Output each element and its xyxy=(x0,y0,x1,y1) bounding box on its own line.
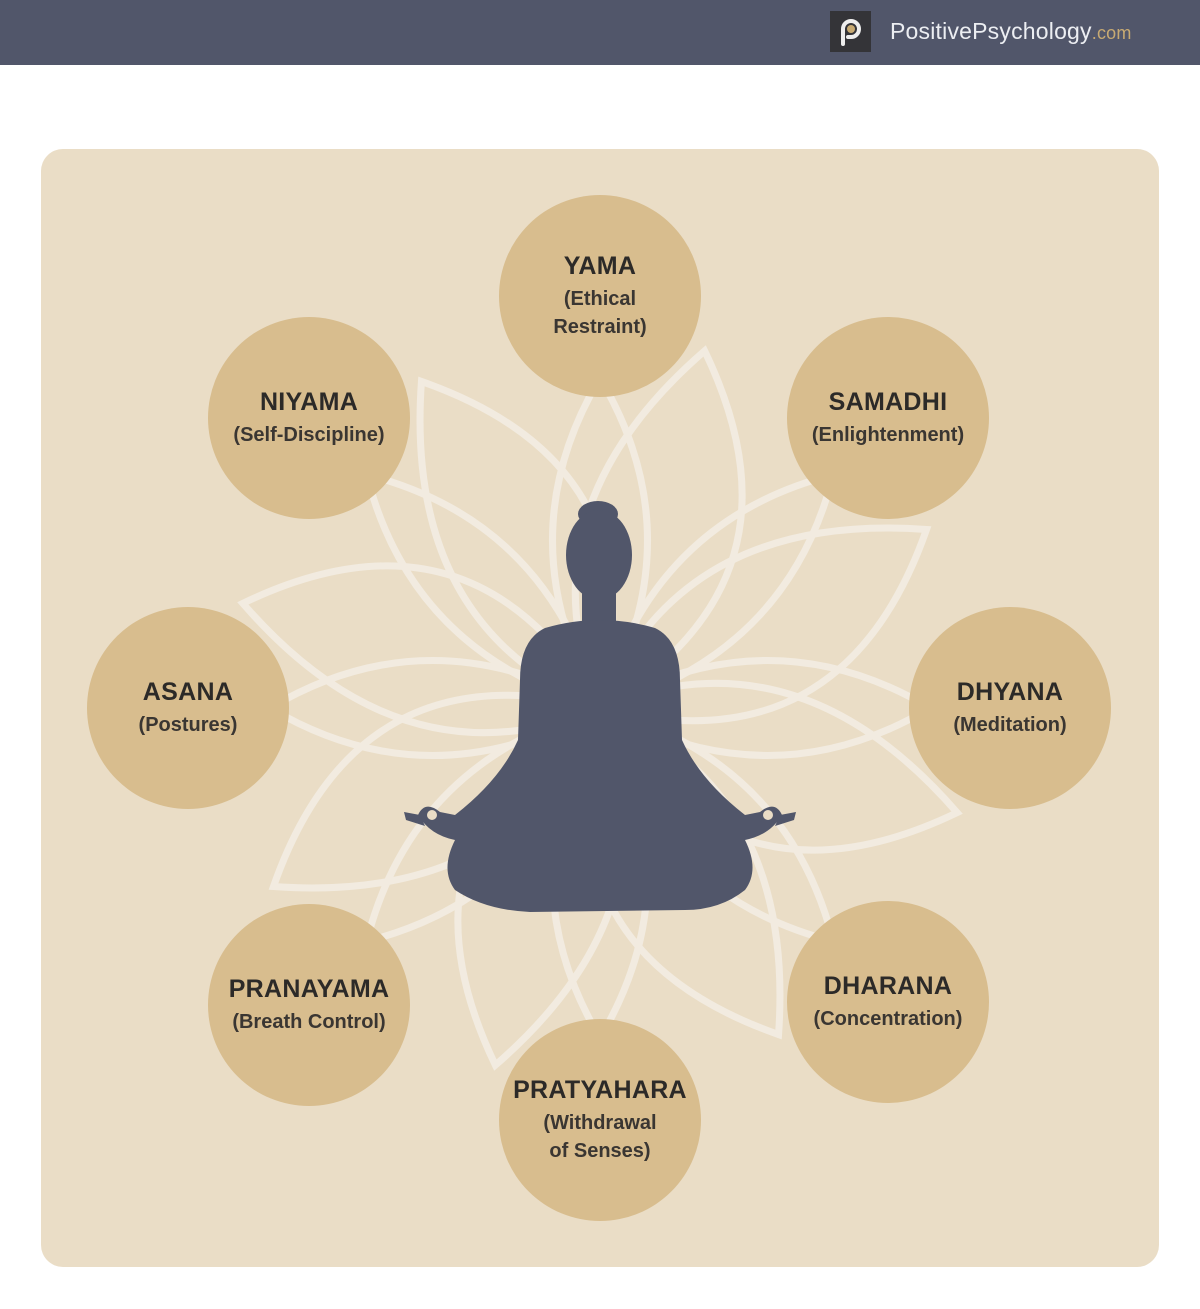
limb-circle-asana: ASANA (Postures) xyxy=(87,607,289,809)
limb-title: PRANAYAMA xyxy=(228,974,390,1003)
limb-circle-samadhi: SAMADHI (Enlightenment) xyxy=(787,317,989,519)
limb-title: NIYAMA xyxy=(259,387,359,416)
limb-subtitle: (Meditation) xyxy=(953,713,1067,736)
limb-title: YAMA xyxy=(563,251,637,280)
lotus-petal xyxy=(237,562,604,737)
brand-suffix: .com xyxy=(1091,23,1132,43)
limb-title: SAMADHI xyxy=(828,387,948,416)
limb-circle-niyama: NIYAMA (Self-Discipline) xyxy=(208,317,410,519)
header-bar: PositivePsychology.com xyxy=(0,0,1200,65)
brand-name[interactable]: PositivePsychology.com xyxy=(890,18,1132,45)
limb-subtitle: (Ethical Restraint) xyxy=(553,287,647,338)
limb-subtitle: (Postures) xyxy=(138,713,238,736)
limb-title: PRATYAHARA xyxy=(513,1075,687,1104)
limb-subtitle: (Withdrawal of Senses) xyxy=(543,1111,657,1162)
positivepsychology-logo-icon[interactable] xyxy=(830,11,871,52)
limb-title: DHARANA xyxy=(823,971,953,1000)
lotus-petal xyxy=(596,524,932,725)
limb-circle-yama: YAMA (Ethical Restraint) xyxy=(499,195,701,397)
limb-subtitle: (Concentration) xyxy=(813,1007,963,1030)
limb-subtitle: (Enlightenment) xyxy=(811,423,965,446)
limb-subtitle: (Self-Discipline) xyxy=(233,423,385,446)
limb-circle-dharana: DHARANA (Concentration) xyxy=(787,901,989,1103)
limb-circle-pranayama: PRANAYAMA (Breath Control) xyxy=(208,904,410,1106)
limb-subtitle: (Breath Control) xyxy=(232,1010,386,1033)
limb-circle-dhyana: DHYANA (Meditation) xyxy=(909,607,1111,809)
limb-title: DHYANA xyxy=(956,677,1064,706)
meditating-figure-icon xyxy=(404,501,796,912)
limb-circle-pratyahara: PRATYAHARA (Withdrawal of Senses) xyxy=(499,1019,701,1221)
brand-text: PositivePsychology xyxy=(890,18,1092,44)
limb-title: ASANA xyxy=(142,677,234,706)
